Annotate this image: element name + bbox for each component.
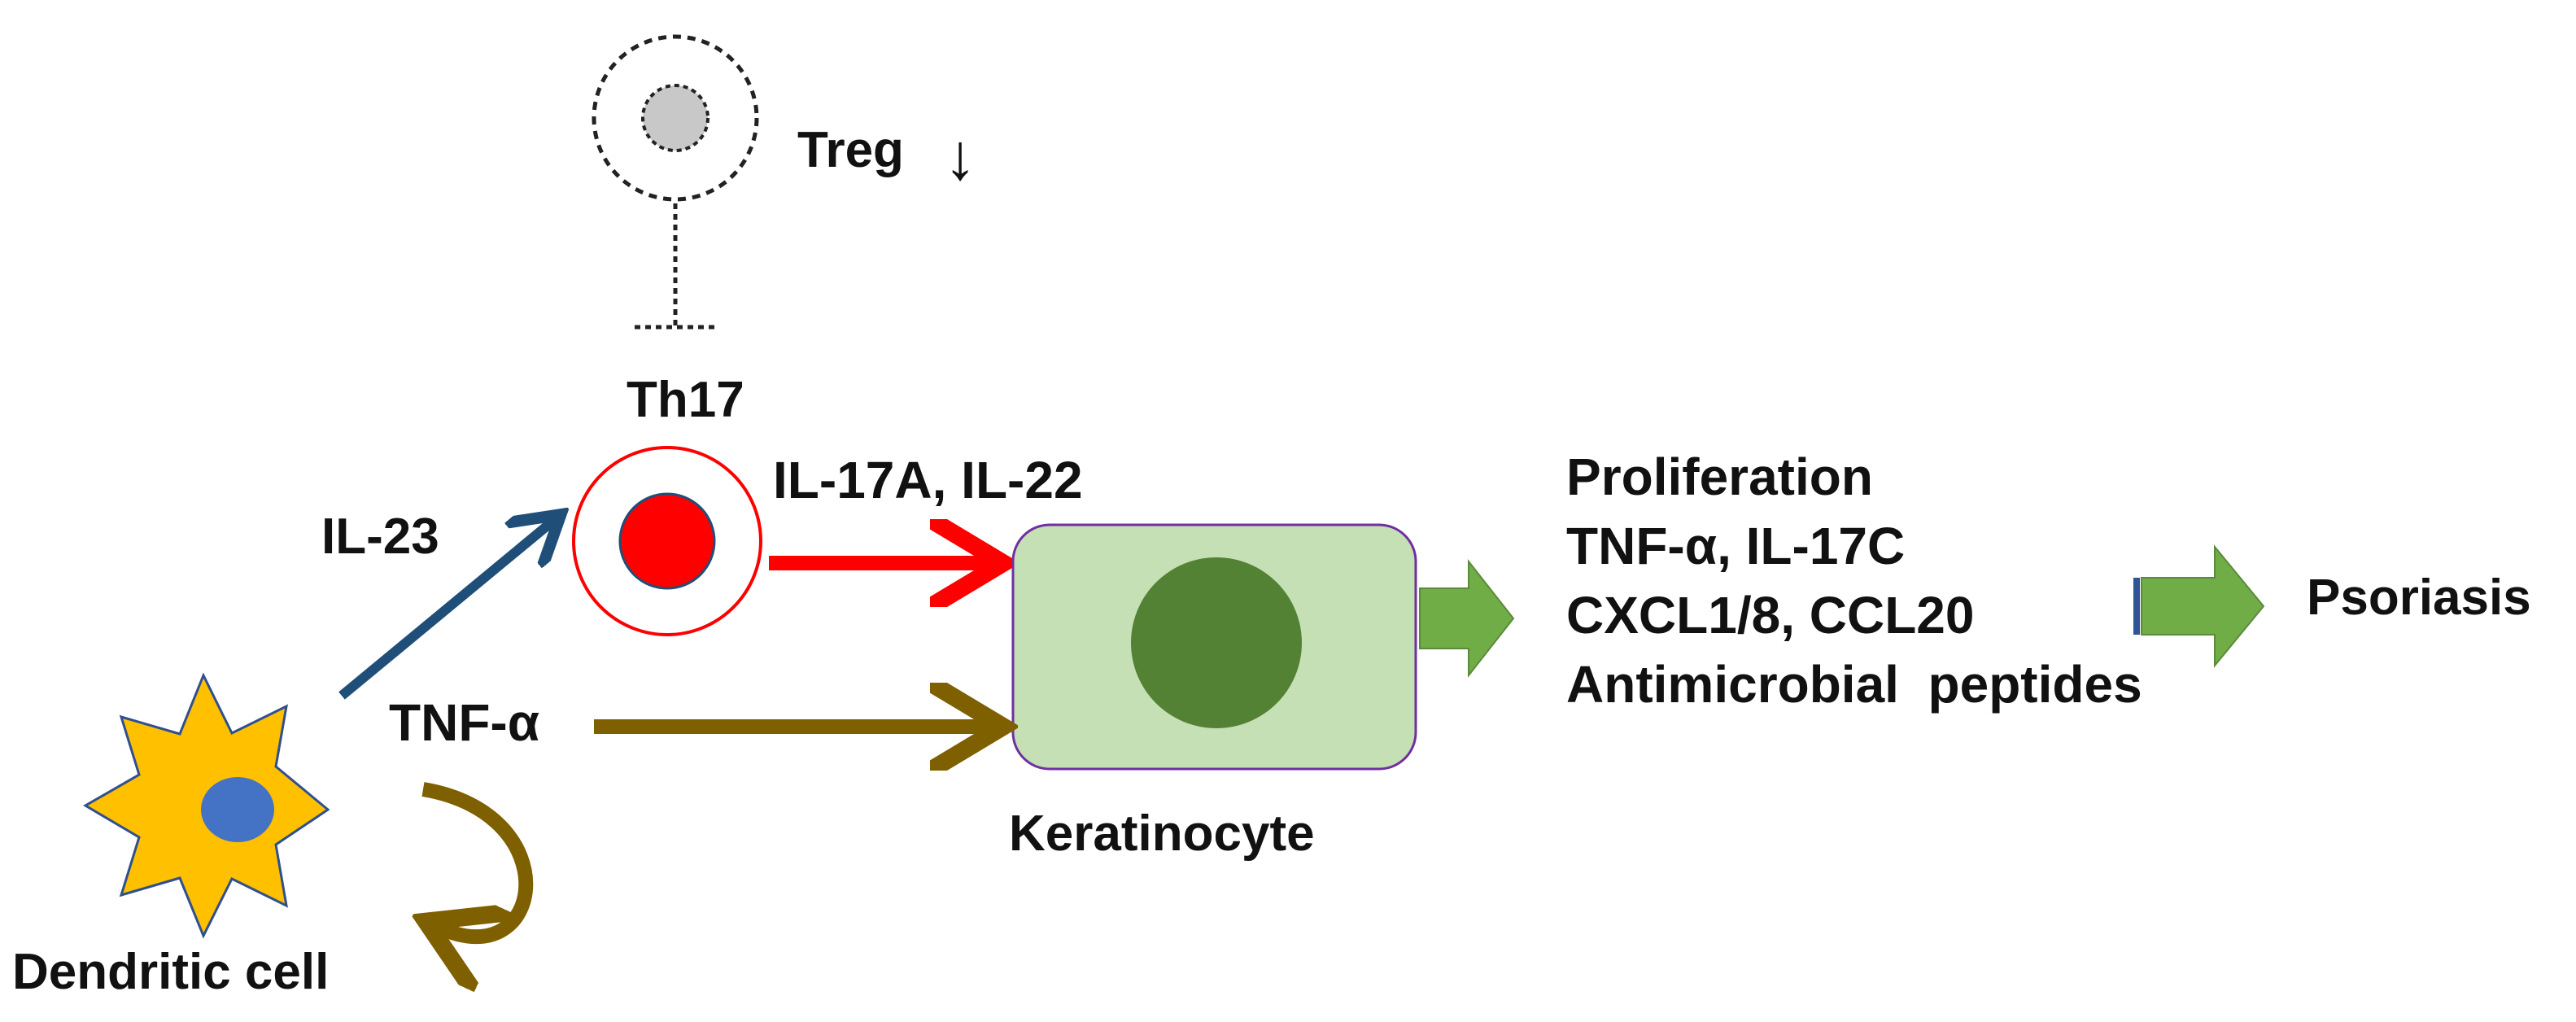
keratinocyte-output-arrow [1419, 559, 1515, 678]
effect-cxcl-ccl20: CXCL1/8, CCL20 [1566, 586, 1974, 644]
tnf-alpha-label: TNF-α [389, 693, 539, 752]
psoriasis-arrow-tail [2133, 578, 2140, 635]
treg-decrease-arrow: ↓ [944, 120, 976, 193]
treg-label: Treg [797, 122, 904, 178]
psoriasis-label: Psoriasis [2307, 570, 2531, 626]
effect-proliferation: Proliferation [1566, 448, 1873, 506]
dendritic-cell-label: Dendritic cell [12, 944, 329, 1000]
dendritic-cell [83, 672, 330, 939]
keratinocyte-cell [1011, 523, 1417, 771]
treg-cell [592, 34, 759, 202]
tnf-autocrine-loop-arrow [423, 782, 534, 937]
th17-nucleus [618, 492, 716, 590]
keratinocyte-nucleus [1131, 557, 1302, 728]
treg-nucleus [641, 84, 709, 152]
effect-antimicrobial-peptides: Antimicrobial peptides [1566, 655, 2142, 714]
dendritic-nucleus [201, 777, 274, 842]
keratinocyte-label: Keratinocyte [1009, 806, 1315, 862]
il23-arrow [338, 521, 553, 700]
effect-tnf-il17c: TNF-α, IL-17C [1566, 517, 1905, 575]
psoriasis-arrow [2133, 544, 2265, 668]
psoriasis-arrow-body [2141, 544, 2265, 668]
il23-label: IL-23 [321, 509, 439, 565]
th17-label: Th17 [627, 372, 744, 428]
th17-cell [572, 446, 762, 636]
effects-list: Proliferation TNF-α, IL-17C CXCL1/8, CCL… [1566, 448, 2142, 714]
treg-outer-membrane [592, 34, 759, 202]
il17a-il22-label: IL-17A, IL-22 [773, 451, 1083, 509]
